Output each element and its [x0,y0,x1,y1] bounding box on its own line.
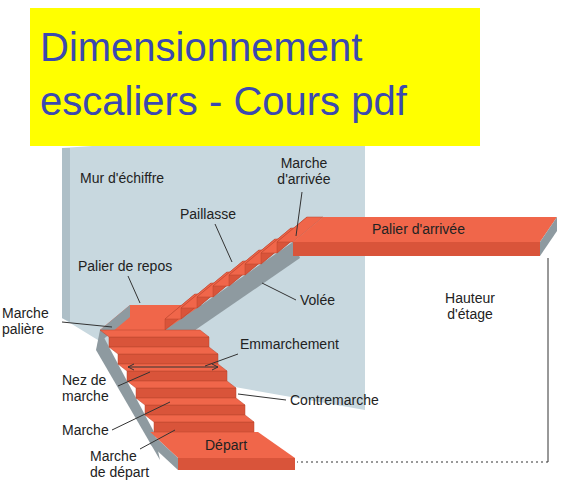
part-label: Hauteur d'étage [430,290,510,322]
start-landing-side [150,432,178,470]
riser [109,337,209,347]
part-label: Volée [300,292,335,308]
part-label: Marche [62,422,109,438]
height-line [548,258,549,462]
leader-line [112,402,170,430]
part-label: Mur d'échiffre [80,170,164,186]
leader-line [118,372,150,386]
upper-flight [165,217,323,330]
part-label-on-surface: Départ [205,437,247,453]
dimension-line [128,367,218,368]
dimension-arrow [128,364,134,370]
leader-line [140,430,175,449]
tread [100,330,209,337]
part-label: Paillasse [180,206,236,222]
riser [154,422,254,432]
riser [136,388,236,398]
tread [109,347,218,354]
leader-line [262,283,296,300]
leader-line [128,276,140,303]
part-label-on-surface: Palier d'arrivée [372,221,465,237]
part-label: Marche palière [2,305,64,337]
arrival-landing-top [293,217,557,242]
arrival-landing-side [540,217,557,256]
part-label: Nez de marche [62,372,118,404]
leader-line [215,224,232,262]
leader-line [238,394,286,400]
part-label: Palier de repos [78,258,172,274]
lower-flight [100,330,254,432]
arrival-landing-front [293,242,540,256]
part-label: Contremarche [290,392,379,408]
part-label: Marche d'arrivée [265,155,343,187]
dimension-arrow [212,364,218,370]
tread [118,364,227,371]
riser [118,354,218,364]
leader-lines [62,192,548,462]
title-banner: Dimensionnement escaliers - Cours pdf [30,8,480,146]
leader-line [205,354,238,366]
tread [136,398,245,405]
tread [145,415,254,422]
part-label: Marche de départ [90,448,156,480]
height-dotted-line [297,462,548,463]
tread [127,381,236,388]
leader-line [296,192,302,236]
start-landing-front [178,458,295,470]
leader-line [62,322,112,327]
part-label: Emmarchement [240,336,339,352]
title: Dimensionnement escaliers - Cours pdf [40,20,470,128]
wall-edge [62,148,70,322]
